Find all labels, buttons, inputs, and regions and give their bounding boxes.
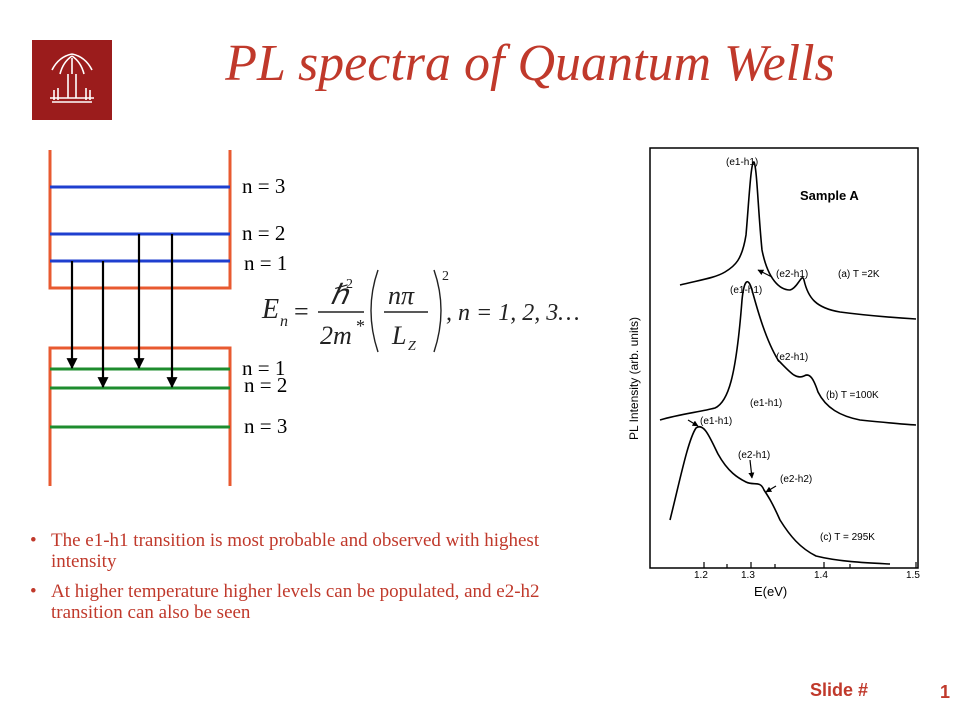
label-b-e2h1: (e2-h1) — [776, 352, 808, 363]
lower-level-label-2: n = 2 — [244, 373, 288, 397]
eq-paren-sup: 2 — [442, 269, 449, 284]
label-a-e2h1: (e2-h1) — [776, 269, 808, 280]
eq-hbar: ℏ — [330, 280, 350, 311]
valence-levels — [50, 367, 230, 429]
eq-tail: , n = 1, 2, 3… — [446, 300, 580, 326]
label-c-e2h1: (e2-h1) — [738, 450, 770, 461]
transition-arrows — [66, 234, 178, 389]
energy-equation: E n = ℏ 2 2m * nπ L Z 2 , n = 1, 2, 3… — [261, 269, 580, 354]
eq-lhs-sub: n — [280, 313, 288, 330]
eq-mass-sup: * — [356, 316, 365, 336]
upper-level-label-3: n = 3 — [242, 174, 286, 198]
eq-hbar-sup: 2 — [346, 277, 353, 292]
label-a-e1h1: (e1-h1) — [726, 157, 758, 168]
label-c-temp: (c) T = 295K — [820, 532, 875, 543]
eq-equals: = — [294, 297, 309, 326]
bullet-list: The e1-h1 transition is most probable an… — [30, 530, 590, 632]
label-b-e1h1-low: (e1-h1) — [750, 398, 782, 409]
upper-level-label-1: n = 1 — [244, 251, 288, 275]
eq-mass: 2m — [320, 321, 352, 350]
eq-lhs: E — [261, 294, 279, 325]
eq-n-pi: nπ — [388, 281, 415, 310]
y-axis-label: PL Intensity (arb. units) — [627, 317, 641, 440]
spectrum-curve-c — [669, 425, 891, 565]
x-tick-1.3: 1.3 — [741, 570, 755, 581]
upper-level-label-2: n = 2 — [242, 221, 286, 245]
slide-number: 1 — [940, 682, 951, 702]
label-b-temp: (b) T =100K — [826, 390, 879, 401]
university-logo — [32, 40, 112, 120]
pl-spectra-plot: 1.2 1.3 1.4 1.5 E(eV) PL Intensity (arb.… — [627, 147, 920, 599]
plot-frame — [649, 147, 919, 569]
x-axis-label: E(eV) — [754, 584, 787, 599]
label-c-e1h1: (e1-h1) — [700, 416, 732, 427]
lower-level-label-3: n = 3 — [244, 414, 288, 438]
bullet-item: At higher temperature higher levels can … — [30, 581, 590, 623]
slide-title: PL spectra of Quantum Wells — [225, 35, 835, 92]
spectrum-curve-b — [659, 280, 917, 426]
legend-title: Sample A — [800, 188, 859, 203]
lower-level-label-1: n = 1 — [242, 356, 286, 380]
spectrum-curve-a — [679, 161, 917, 320]
x-tick-1.5: 1.5 — [906, 570, 920, 581]
label-c-e2h2: (e2-h2) — [780, 474, 812, 485]
label-b-e1h1: (e1-h1) — [730, 285, 762, 296]
slide-number-label: Slide # — [810, 680, 869, 700]
x-tick-1.2: 1.2 — [694, 570, 708, 581]
eq-length: L — [391, 321, 406, 350]
quantum-well-diagram — [48, 150, 232, 486]
bullet-item: The e1-h1 transition is most probable an… — [30, 530, 590, 572]
label-a-temp: (a) T =2K — [838, 269, 880, 280]
eq-length-sub: Z — [408, 339, 416, 354]
x-tick-1.4: 1.4 — [814, 570, 828, 581]
